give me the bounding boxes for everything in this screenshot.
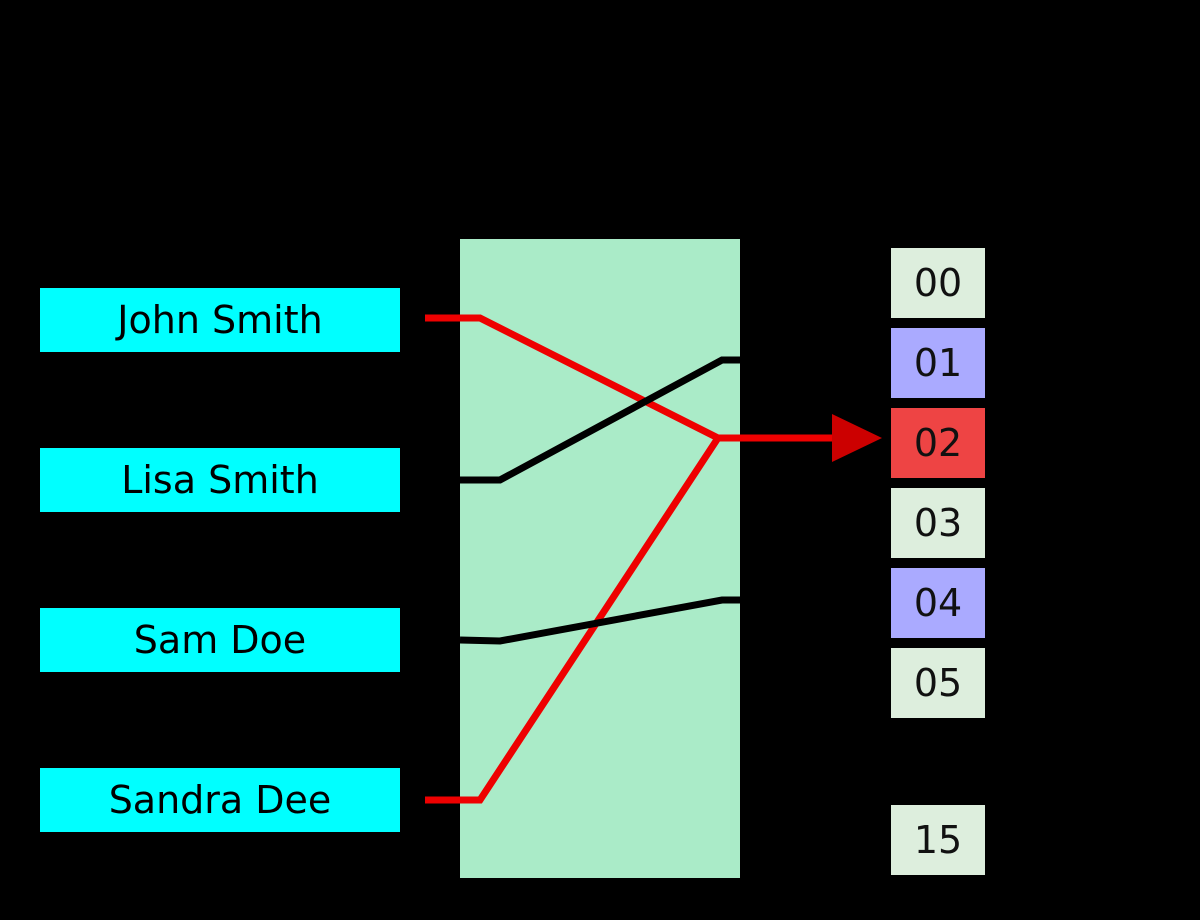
bucket-label: 04 [913, 581, 963, 625]
key-box-john-smith[interactable]: John Smith [40, 288, 400, 352]
bucket-label: 15 [913, 818, 963, 862]
bucket-cell-02[interactable]: 02 [891, 408, 985, 478]
bucket-cell-04[interactable]: 04 [891, 568, 985, 638]
bucket-cell-01[interactable]: 01 [891, 328, 985, 398]
bucket-cell-03[interactable]: 03 [891, 488, 985, 558]
bucket-label: 05 [913, 661, 963, 705]
bucket-label: 02 [913, 421, 963, 465]
key-label: John Smith [117, 298, 323, 342]
bucket-label: 01 [913, 341, 963, 385]
key-box-sandra-dee[interactable]: Sandra Dee [40, 768, 400, 832]
bucket-label: 00 [913, 261, 963, 305]
arrow-head-icon [832, 414, 882, 462]
hash-function-region [460, 239, 740, 878]
key-box-lisa-smith[interactable]: Lisa Smith [40, 448, 400, 512]
bucket-cell-00[interactable]: 00 [891, 248, 985, 318]
bucket-cell-05[interactable]: 05 [891, 648, 985, 718]
key-label: Lisa Smith [121, 458, 319, 502]
bucket-label: 03 [913, 501, 963, 545]
key-label: Sam Doe [133, 618, 307, 662]
key-box-sam-doe[interactable]: Sam Doe [40, 608, 400, 672]
bucket-cell-15[interactable]: 15 [891, 805, 985, 875]
key-label: Sandra Dee [108, 778, 332, 822]
